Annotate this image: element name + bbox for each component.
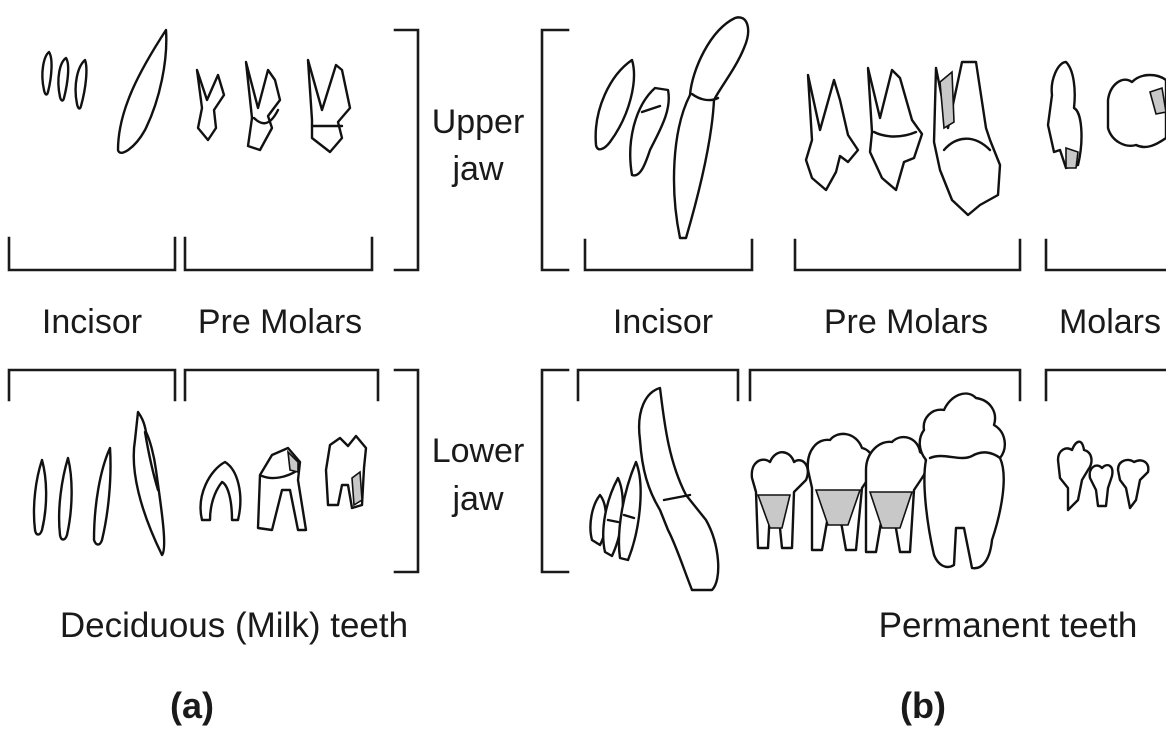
deciduous-lower-brackets	[9, 370, 378, 400]
deciduous-jaw-bracket-upper	[395, 30, 418, 270]
permanent-jaw-bracket-upper	[542, 30, 568, 270]
permanent-upper-premolars	[806, 62, 1000, 215]
permanent-molars-label: Molars	[1059, 303, 1161, 341]
lower-jaw-label-line2: jaw	[451, 480, 503, 518]
permanent-lower-premolars	[752, 394, 1005, 569]
deciduous-caption: Deciduous (Milk) teeth	[60, 606, 408, 645]
panel-a-deciduous: Incisor Pre Molars Upper jaw Lower	[9, 30, 524, 726]
panel-b-permanent: Incisor Pre Molars Molars	[542, 17, 1166, 726]
deciduous-incisor-label: Incisor	[42, 303, 142, 341]
permanent-premolars-label: Pre Molars	[824, 303, 988, 341]
permanent-upper-brackets	[585, 240, 1166, 270]
upper-jaw-label-line1: Upper	[432, 103, 525, 141]
deciduous-upper-premolars	[197, 60, 350, 152]
deciduous-upper-incisors	[42, 52, 86, 108]
lower-jaw-label-line1: Lower	[432, 432, 525, 470]
deciduous-lower-incisors	[34, 412, 164, 555]
deciduous-lower-premolars	[201, 436, 366, 530]
permanent-jaw-bracket-lower	[542, 370, 568, 572]
permanent-lower-incisors	[590, 388, 718, 590]
permanent-lower-brackets	[578, 370, 1166, 400]
panel-a-letter: (a)	[170, 685, 214, 726]
permanent-incisor-label: Incisor	[613, 303, 713, 341]
deciduous-premolars-label: Pre Molars	[198, 303, 362, 341]
panel-b-letter: (b)	[900, 685, 946, 726]
permanent-lower-molars	[1058, 442, 1148, 510]
deciduous-upper-brackets	[9, 238, 372, 270]
deciduous-upper-canine	[118, 30, 166, 153]
permanent-upper-incisors	[596, 17, 748, 238]
permanent-caption: Permanent teeth	[879, 606, 1138, 645]
deciduous-jaw-bracket-lower	[395, 370, 418, 572]
permanent-upper-molars	[1048, 62, 1166, 168]
upper-jaw-label-line2: jaw	[451, 150, 503, 188]
